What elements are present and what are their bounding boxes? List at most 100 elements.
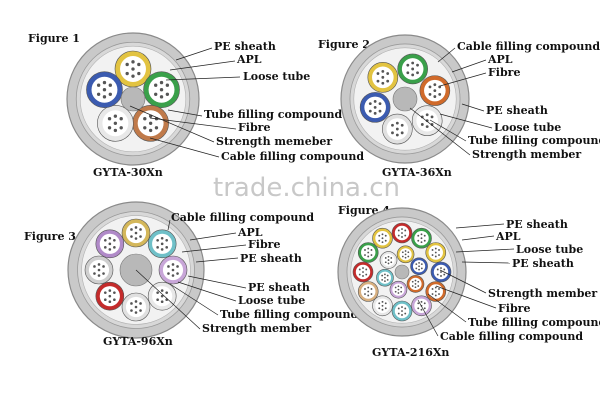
fibre-dot	[154, 92, 158, 96]
fibre-dot	[387, 255, 390, 258]
fibre-dot	[400, 290, 403, 293]
fibre-dot	[176, 272, 179, 275]
fibre-dot	[97, 263, 101, 266]
fibre-dot	[171, 268, 175, 272]
fibre-dot	[367, 251, 370, 254]
fibre-dot	[159, 95, 164, 99]
fibre-dot	[386, 72, 390, 75]
fibre-dot	[417, 234, 420, 237]
fibre-dot	[433, 95, 437, 98]
label-apl: APL	[495, 230, 521, 243]
fibre-dot	[125, 71, 129, 76]
label-apl: APL	[237, 226, 263, 239]
fibre-dot	[108, 242, 112, 246]
fibre-dot	[381, 237, 384, 240]
fibre-dot	[125, 62, 129, 67]
fibre-dot	[411, 280, 414, 283]
fibre-dot	[134, 311, 138, 314]
fibre-dot	[102, 272, 105, 275]
fibre-dot	[394, 290, 397, 293]
fibre-dot	[108, 92, 112, 96]
label-apl: APL	[487, 53, 513, 66]
label-cable-filling-compound: Cable filling compound	[440, 330, 583, 343]
leader-line	[429, 119, 467, 142]
leader-line	[129, 105, 215, 143]
fibre-dot	[134, 305, 138, 309]
fibre-dot	[119, 126, 123, 130]
fibre-dot	[384, 234, 387, 237]
fibre-dot	[395, 121, 399, 125]
fibre-dot	[365, 268, 368, 271]
leader-line	[455, 223, 505, 229]
label-cable-filling-compound: Cable filling compound	[221, 150, 364, 163]
fibre-dot	[381, 304, 384, 307]
label-fibre: Fibre	[248, 238, 280, 251]
figure-3-model: GYTA-96Xn	[103, 335, 173, 348]
leader-line	[167, 219, 171, 231]
fibre-dot	[386, 274, 389, 277]
fibre-dot	[425, 125, 429, 129]
fibre-dot	[97, 274, 101, 277]
fibre-dot	[418, 268, 420, 271]
fibre-dot	[438, 92, 442, 96]
fibre-dot	[381, 233, 384, 236]
fibre-dot	[107, 126, 112, 130]
fibre-dot	[395, 127, 399, 131]
fibre-dot	[358, 273, 361, 276]
fibre-dot	[165, 246, 169, 249]
fibre-dot	[381, 278, 384, 281]
fibre-dot	[167, 265, 170, 268]
label-pe-sheath: PE sheath	[486, 104, 548, 117]
fibre-dot	[401, 228, 403, 230]
fibre-dot	[436, 268, 439, 271]
fibre-dot	[420, 300, 423, 303]
fibre-dot	[364, 293, 366, 295]
leader-line	[409, 107, 471, 156]
fibre-dot	[434, 251, 437, 254]
fibre-dot	[148, 121, 153, 125]
fibre-dot	[159, 80, 164, 85]
fibre-dot	[434, 247, 437, 250]
fibre-dot	[97, 268, 101, 272]
label-loose-tube: Loose tube	[238, 294, 305, 307]
fibre-dot	[139, 235, 142, 238]
fibre-dot	[358, 268, 361, 271]
fibre-dot	[425, 119, 429, 123]
fibre-dot	[370, 288, 373, 290]
fibre-dot	[367, 247, 370, 250]
label-tube-filling-compound: Tube filling compound	[468, 316, 600, 329]
fibre-dot	[434, 286, 437, 289]
leader-line	[135, 269, 201, 330]
fibre-dot	[130, 235, 133, 238]
label-apl: APL	[236, 53, 262, 66]
figure-1-cable	[66, 32, 200, 166]
leader-line	[439, 72, 487, 87]
fibre-dot	[167, 272, 170, 275]
leader-line	[187, 275, 247, 289]
fibre-dot	[376, 72, 380, 75]
fibre-dot	[368, 109, 372, 113]
fibre-dot	[391, 131, 394, 135]
fibre-dot	[431, 254, 434, 256]
label-tube-filling-compound: Tube filling compound	[468, 134, 600, 147]
figure-2-cable	[340, 34, 470, 164]
fibre-dot	[423, 302, 426, 305]
fibre-dot	[384, 261, 387, 264]
fibre-dot	[367, 255, 370, 258]
fibre-dot	[160, 242, 164, 246]
figure-1-heading: Figure 1	[28, 32, 80, 45]
fibre-dot	[411, 73, 415, 77]
fibre-dot	[139, 228, 142, 231]
fibre-dot	[156, 246, 159, 249]
fibre-dot	[434, 294, 437, 297]
fibre-dot	[134, 237, 138, 240]
leader-line	[461, 235, 495, 241]
label-strength-member: Strength member	[472, 148, 581, 161]
figure-4-model: GYTA-216Xn	[372, 346, 449, 359]
fibre-dot	[378, 109, 382, 113]
leader-line	[195, 257, 239, 263]
fibre-dot	[131, 60, 135, 64]
fibre-dot	[431, 249, 434, 251]
fibre-dot	[404, 229, 407, 232]
